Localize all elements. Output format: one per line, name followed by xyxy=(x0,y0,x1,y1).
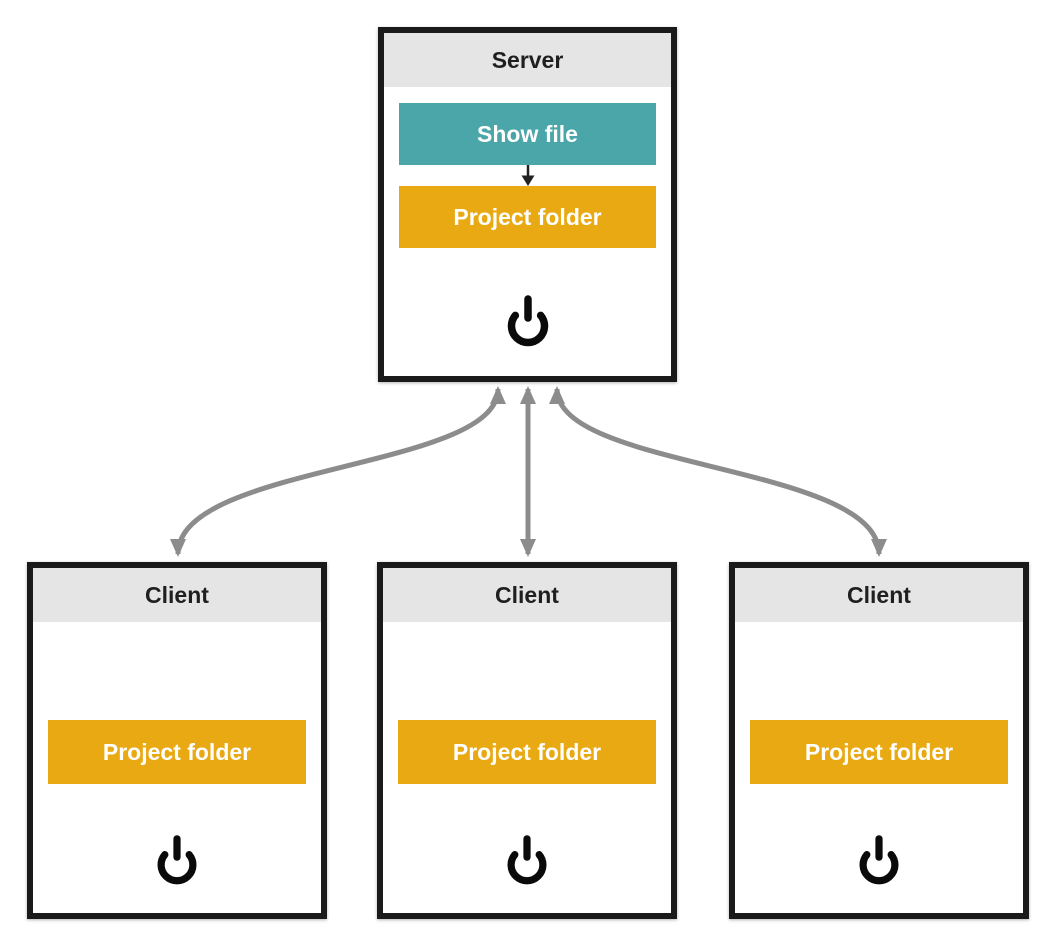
client-node-3: Client Project folder xyxy=(729,562,1029,919)
client1-project-folder-label: Project folder xyxy=(102,738,252,765)
client2-project-folder-box: Project folder xyxy=(398,720,656,784)
show-file-box: Show file xyxy=(399,103,656,165)
server-header: Server xyxy=(384,33,671,87)
server-node: Server Show file Project folder xyxy=(378,27,677,382)
show-file-label: Show file xyxy=(477,120,578,147)
server-project-folder-label: Project folder xyxy=(453,203,602,230)
connector-server-client1 xyxy=(170,386,506,557)
client2-title: Client xyxy=(495,581,559,608)
client-node-2: Client Project folder xyxy=(377,562,677,919)
server-title: Server xyxy=(491,46,564,73)
client-node-1: Client Project folder xyxy=(27,562,327,919)
client3-title: Client xyxy=(847,581,911,608)
power-icon xyxy=(157,835,197,885)
client1-header: Client xyxy=(33,568,321,622)
client1-title: Client xyxy=(145,581,209,608)
down-arrow-icon xyxy=(521,165,534,186)
power-icon xyxy=(859,835,899,885)
client3-project-folder-box: Project folder xyxy=(750,720,1008,784)
client2-project-folder-label: Project folder xyxy=(452,738,602,765)
client3-header: Client xyxy=(735,568,1023,622)
server-project-folder-box: Project folder xyxy=(399,186,656,248)
client1-project-folder-box: Project folder xyxy=(48,720,306,784)
client3-project-folder-label: Project folder xyxy=(804,738,954,765)
connector-server-client3 xyxy=(549,386,887,557)
client2-header: Client xyxy=(383,568,671,622)
power-icon xyxy=(507,835,547,885)
power-icon xyxy=(507,295,548,347)
